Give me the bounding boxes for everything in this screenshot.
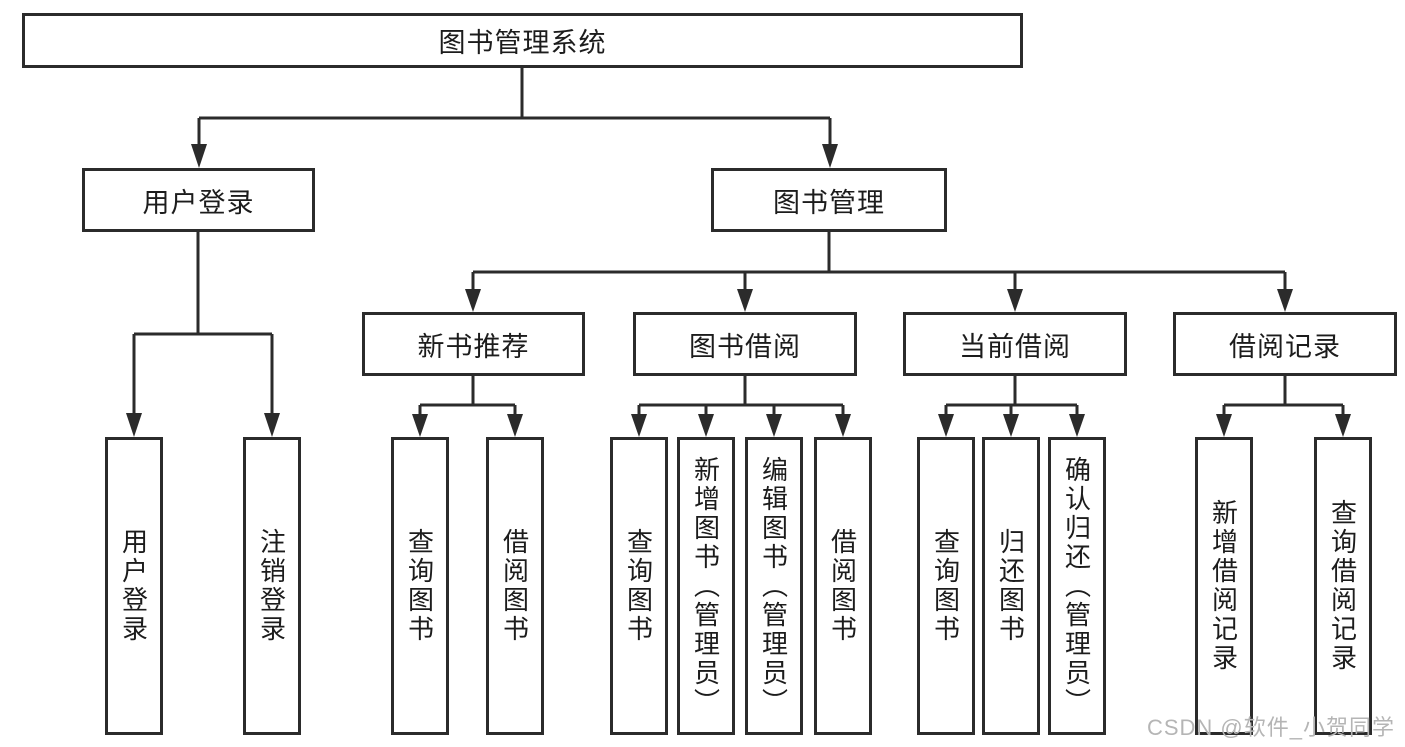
leaf-node-query-books-current: 查询图书 [917,437,975,735]
level3-node-book-borrow: 图书借阅 [633,312,857,376]
connector-user-login-children [126,232,280,437]
leaf-node-user-login: 用户登录 [105,437,163,735]
node-label: 图书管理 [773,187,885,218]
arrow-down-icon [264,413,280,437]
arrow-down-icon [1007,289,1023,312]
node-label: 用户登录 [118,528,149,644]
leaf-node-edit-books-admin: 编辑图书（管理员） [745,437,803,735]
leaf-node-query-borrow-record: 查询借阅记录 [1314,437,1372,735]
arrow-down-icon [1003,414,1019,437]
node-label: 新增借阅记录 [1208,499,1239,673]
root-node-library-system: 图书管理系统 [22,13,1023,68]
root-node-label: 图书管理系统 [438,28,607,58]
arrow-down-icon [631,414,647,437]
arrow-down-icon [1335,414,1351,437]
arrow-down-icon [938,414,954,437]
leaf-node-query-books-recommend: 查询图书 [391,437,449,735]
arrow-down-icon [835,414,851,437]
arrow-down-icon [1216,414,1232,437]
watermark: CSDN @软件_小贺同学 [1146,715,1395,740]
node-label: 查询图书 [930,528,961,644]
node-label: 图书借阅 [689,331,801,362]
arrow-down-icon [822,144,838,168]
connector-book-borrow-children [631,376,851,437]
node-label: 确认归还（管理员） [1061,455,1092,717]
arrow-down-icon [1277,289,1293,312]
node-label: 归还图书 [995,528,1026,644]
level3-node-current-borrow: 当前借阅 [903,312,1127,376]
leaf-node-query-books-borrow: 查询图书 [610,437,668,735]
node-label: 查询图书 [623,528,654,644]
node-label: 编辑图书（管理员） [758,455,789,717]
level2-node-user-login: 用户登录 [82,168,315,232]
leaf-node-add-books-admin: 新增图书（管理员） [677,437,735,735]
connector-current-borrow-children [938,376,1085,437]
leaf-node-borrow-books-recommend: 借阅图书 [486,437,544,735]
arrow-down-icon [412,414,428,437]
connector-borrow-record-children [1216,376,1351,437]
node-label: 注销登录 [256,528,287,644]
connector-book-management-children [465,232,1293,312]
arrow-down-icon [766,414,782,437]
arrow-down-icon [737,289,753,312]
arrow-down-icon [1069,414,1085,437]
arrow-down-icon [698,414,714,437]
node-label: 当前借阅 [959,331,1071,362]
leaf-node-add-borrow-record: 新增借阅记录 [1195,437,1253,735]
leaf-node-borrow-books: 借阅图书 [814,437,872,735]
node-label: 借阅记录 [1229,331,1341,362]
level3-node-new-book-recommend: 新书推荐 [362,312,585,376]
node-label: 借阅图书 [499,528,530,644]
arrow-down-icon [507,414,523,437]
node-label: 新书推荐 [417,331,530,362]
leaf-node-logout: 注销登录 [243,437,301,735]
leaf-node-return-books: 归还图书 [982,437,1040,735]
level3-node-borrow-record: 借阅记录 [1173,312,1397,376]
node-label: 查询图书 [404,528,435,644]
connector-root-to-level2 [191,68,838,168]
connector-new-book-children [412,376,523,437]
node-label: 借阅图书 [827,528,858,644]
node-label: 用户登录 [142,187,255,218]
arrow-down-icon [191,144,207,168]
arrow-down-icon [465,289,481,312]
leaf-node-confirm-return-admin: 确认归还（管理员） [1048,437,1106,735]
arrow-down-icon [126,413,142,437]
node-label: 新增图书（管理员） [690,455,721,717]
level2-node-book-management: 图书管理 [711,168,947,232]
node-label: 查询借阅记录 [1327,499,1358,673]
